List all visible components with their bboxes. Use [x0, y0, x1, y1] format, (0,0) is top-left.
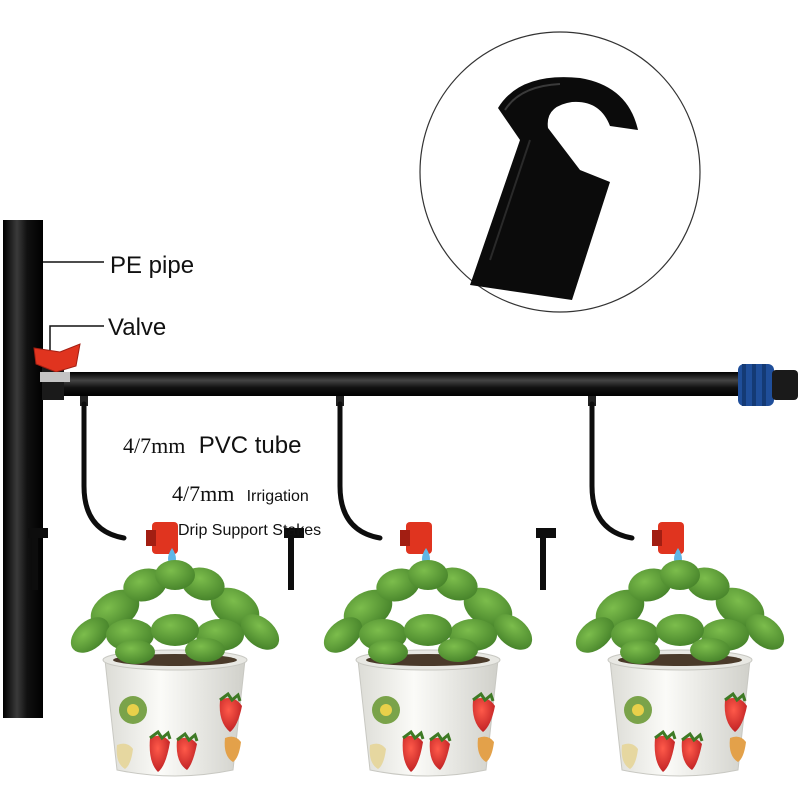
- label-pvc-size: 4/7mm: [123, 433, 186, 458]
- planter-1: [62, 558, 288, 778]
- valve-leader: [49, 325, 104, 350]
- hook-detail-inset: [419, 31, 701, 313]
- label-pvc-tube: 4/7mm PVC tube: [123, 434, 301, 458]
- label-valve: Valve: [108, 314, 167, 341]
- end-connector-icon: [738, 364, 798, 406]
- valve-icon: [33, 343, 81, 400]
- hook-stake-icon: [470, 77, 638, 300]
- planter-2: [315, 558, 541, 778]
- label-irrigation: 4/7mm Irrigation: [172, 483, 309, 505]
- horizontal-tube: [60, 372, 750, 396]
- label-irrigation-text: Irrigation: [246, 488, 309, 505]
- label-pvc-text: PVC tube: [198, 432, 302, 459]
- label-irrigation-size: 4/7mm: [172, 481, 235, 506]
- label-drip-stakes: Drip Support Stakes: [178, 522, 322, 539]
- drip-branch-3: [536, 396, 632, 590]
- label-pe-pipe: PE pipe: [110, 252, 195, 279]
- planter-3: [567, 558, 793, 778]
- pe-pipe: [3, 220, 43, 718]
